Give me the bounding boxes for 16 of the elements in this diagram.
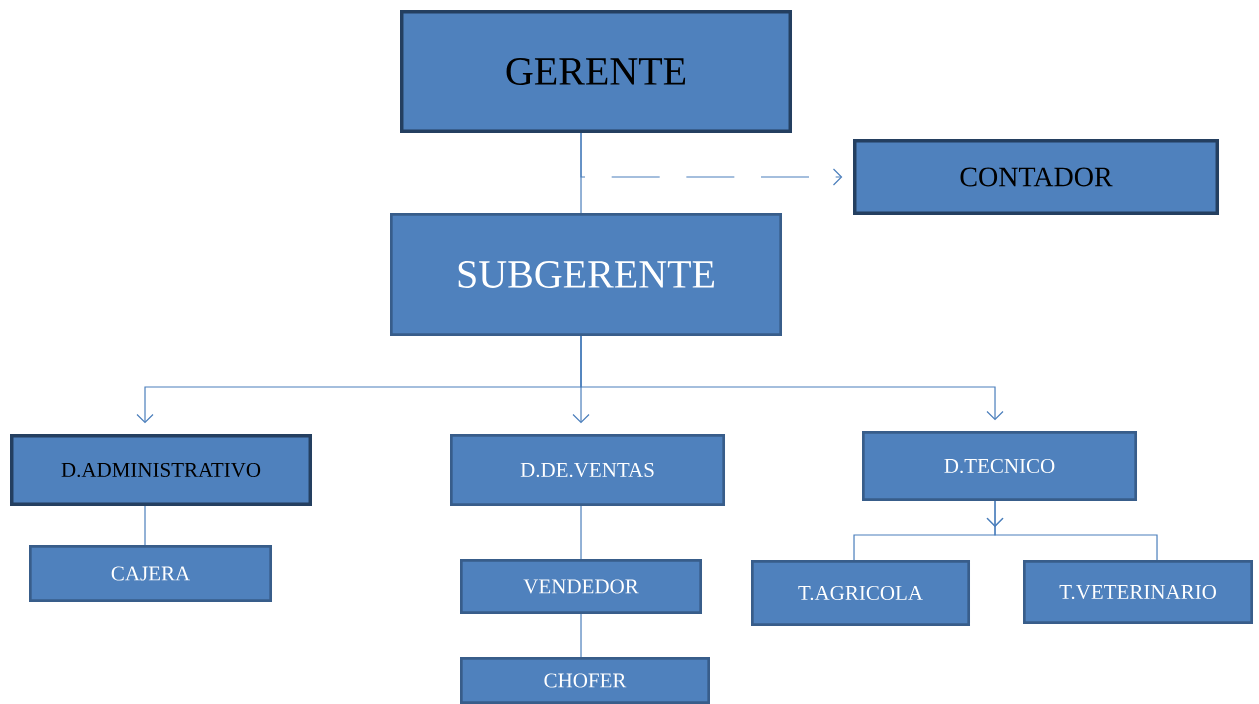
- org-box: SUBGERENTE: [390, 213, 782, 336]
- dashed-arrow: [580, 132, 843, 186]
- org-box: D.DE.VENTAS: [450, 434, 725, 506]
- connector-line: [144, 505, 146, 546]
- connector-line: [580, 505, 582, 560]
- org-box: CONTADOR: [853, 139, 1219, 215]
- org-box: CAJERA: [29, 545, 272, 602]
- org-box: D.TECNICO: [862, 431, 1137, 501]
- org-box: GERENTE: [400, 10, 792, 133]
- org-box: VENDEDOR: [460, 559, 702, 614]
- org-box: CHOFER: [460, 657, 710, 704]
- org-box: T.AGRICOLA: [751, 560, 970, 626]
- connector-line: [580, 613, 582, 658]
- arrow: [580, 335, 1004, 421]
- org-box: T.VETERINARIO: [1023, 560, 1253, 624]
- org-box: D.ADMINISTRATIVO: [10, 434, 312, 506]
